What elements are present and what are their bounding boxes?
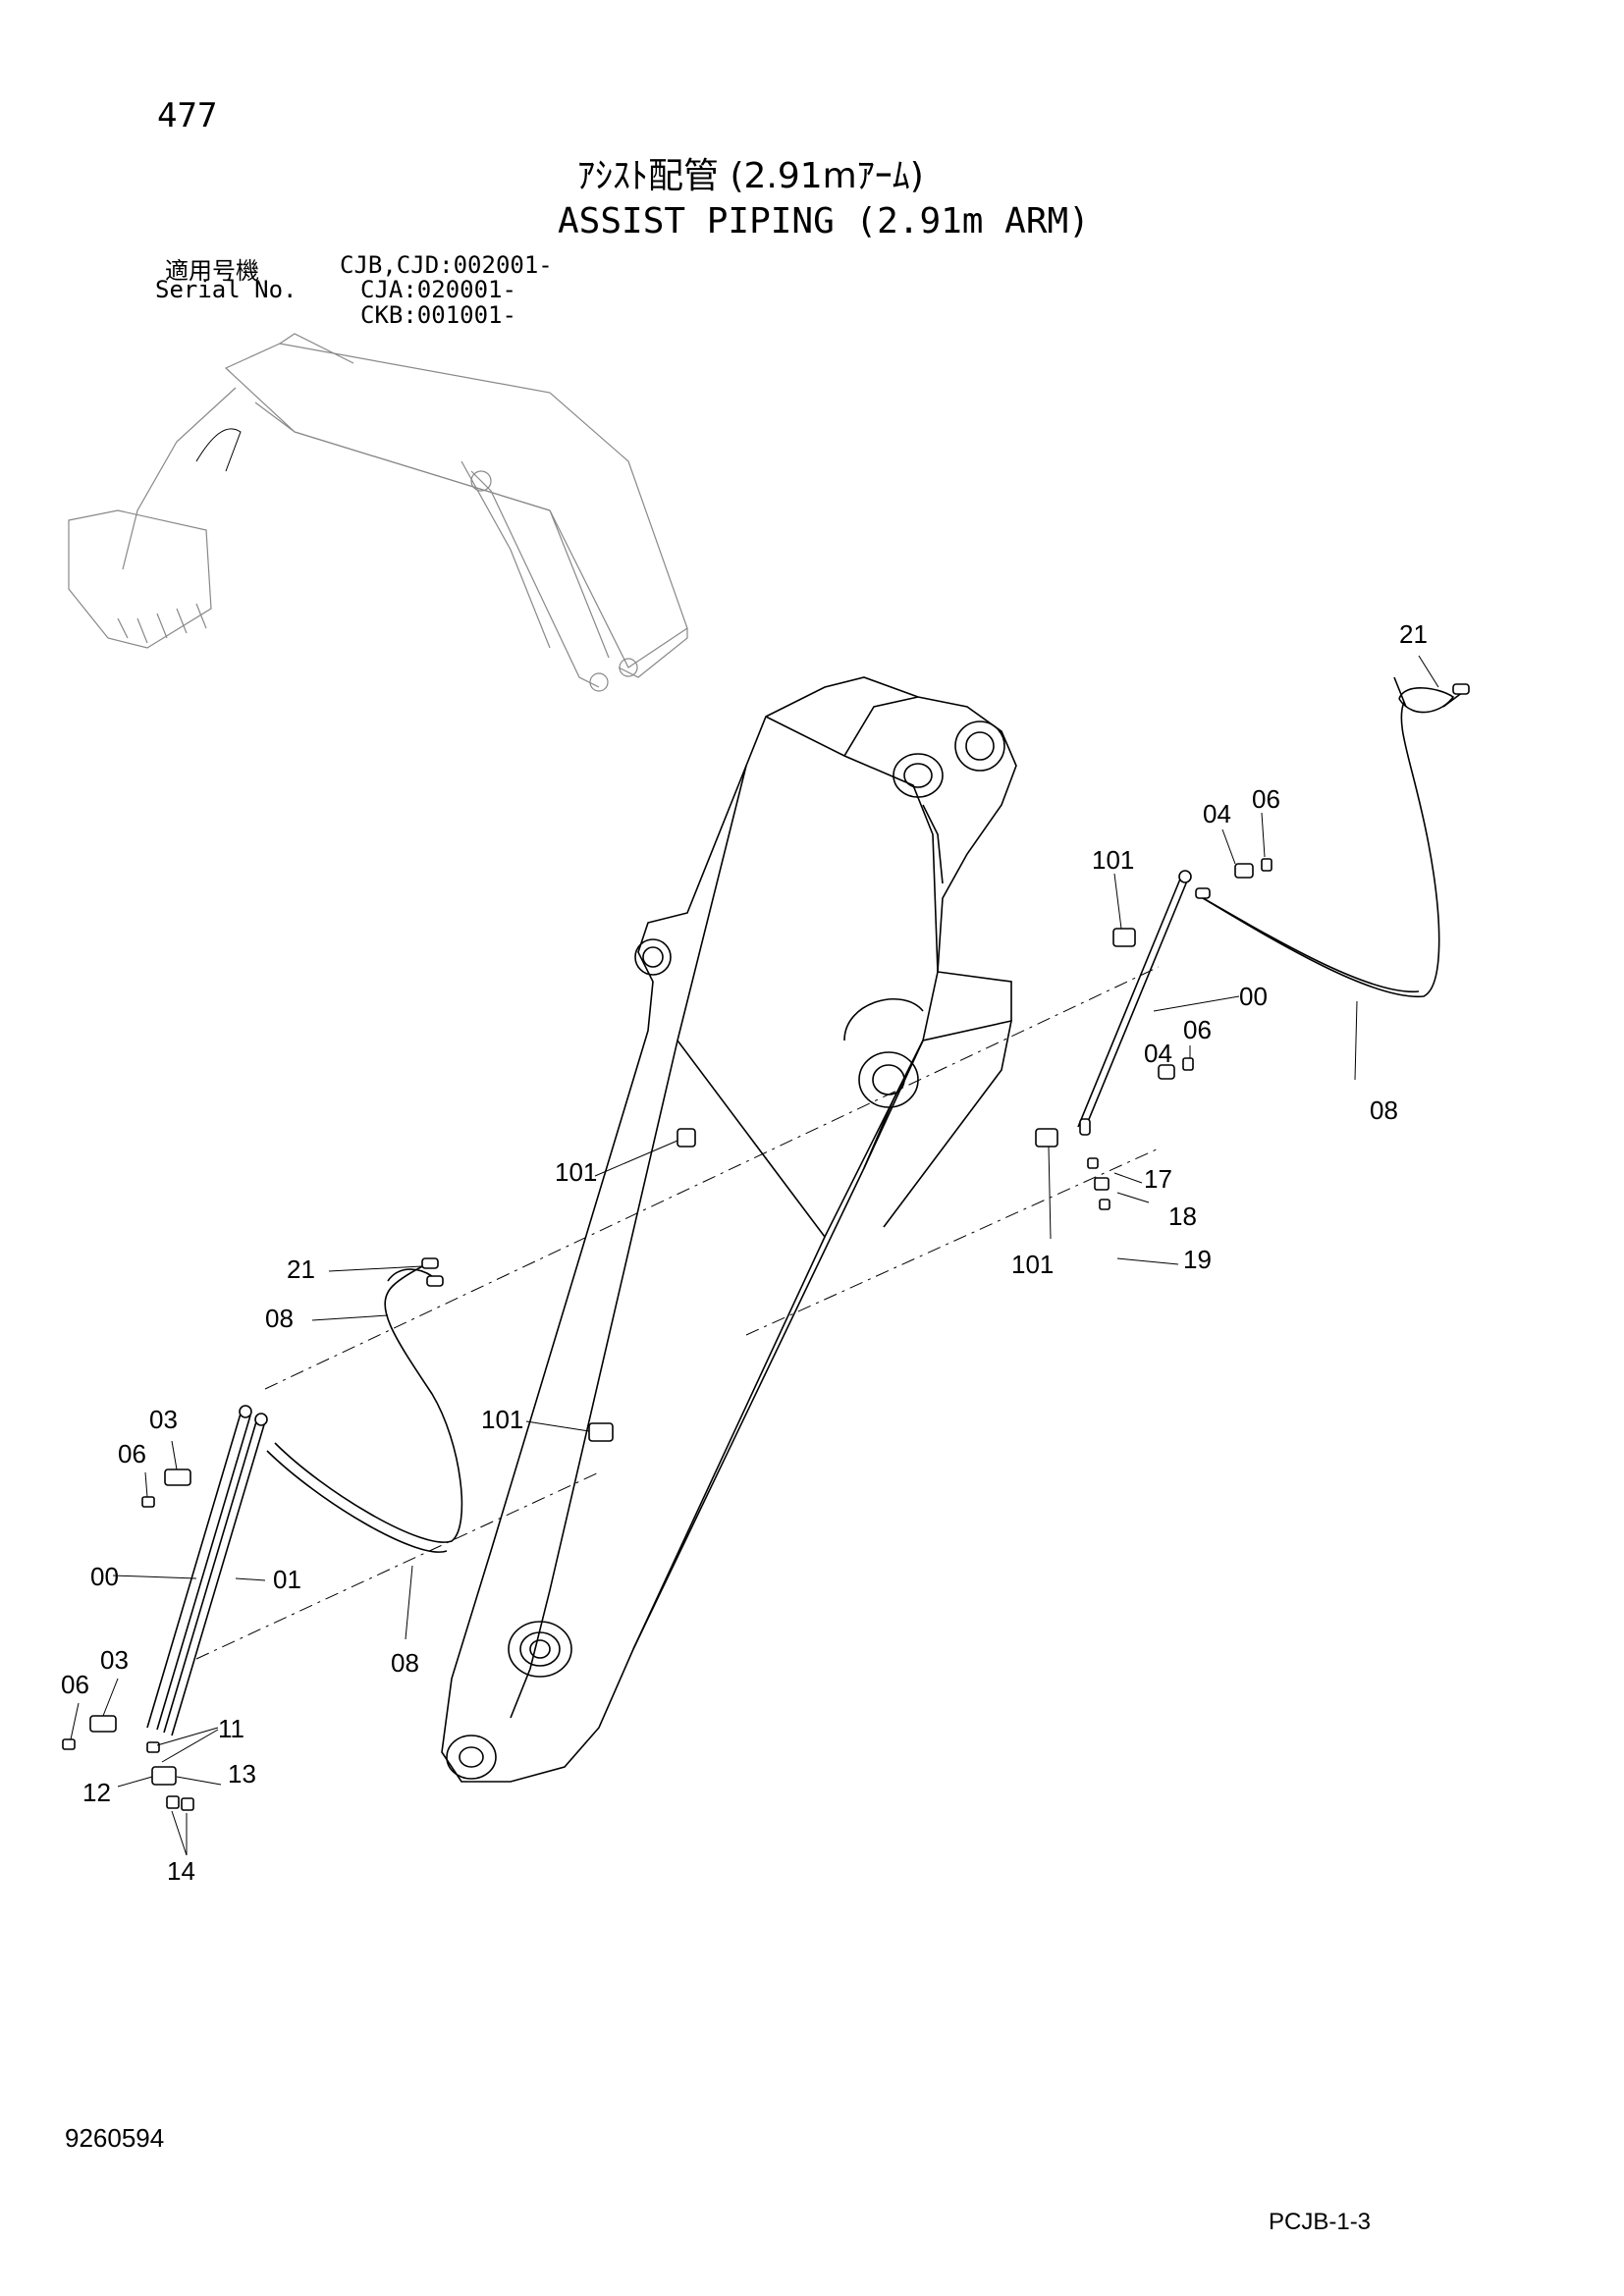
callout-label: 101 [481,1405,523,1434]
serial-entry: CKB:001001- [360,301,516,329]
callout-label: 00 [1239,982,1268,1011]
left-parts [62,1257,614,1811]
callout-label: 21 [1399,619,1428,649]
callout-label: 08 [391,1648,419,1678]
serial-label-japanese: 適用号機 [165,257,259,285]
title-japanese: ｱｼｽﾄ配管 (2.91mｱｰﾑ) [577,156,924,196]
callout-label: 06 [1252,784,1280,814]
callout-label: 06 [61,1670,89,1699]
callout-label: 13 [228,1759,256,1789]
callout-label: 00 [90,1562,119,1591]
callout-label: 04 [1144,1039,1172,1068]
callout-label: 101 [555,1157,597,1187]
callout-label: 19 [1183,1245,1212,1274]
callout-label: 03 [100,1645,129,1675]
callout-label: 11 [218,1714,244,1743]
document-number: 9260594 [65,2123,165,2153]
callout-label: 06 [118,1439,146,1468]
page-number: 477 [157,96,218,135]
callout-label: 12 [82,1778,111,1807]
title-english: ASSIST PIPING (2.91m ARM) [558,201,1090,241]
callout-label: 08 [1370,1095,1398,1125]
serial-entry: CJB,CJD:002001- [340,251,553,279]
callout-label: 101 [1092,845,1134,875]
callout-label: 04 [1203,799,1231,828]
callout-label: 06 [1183,1015,1212,1044]
callout-label: 03 [149,1405,178,1434]
serial-entry: CJA:020001- [360,276,516,303]
leader-lines [70,655,1439,1856]
callout-label: 101 [1011,1250,1054,1279]
callout-label: 14 [167,1856,195,1886]
excavator-inset-drawing [68,333,688,692]
upper-right-parts [677,676,1470,1210]
center-lines [195,966,1160,1660]
callout-label: 08 [265,1304,294,1333]
callout-label: 18 [1168,1201,1197,1231]
arm-body [441,676,1017,1783]
callout-label: 01 [273,1565,301,1594]
page-code: PCJB-1-3 [1269,2209,1372,2235]
callout-label: 21 [287,1255,315,1284]
callout-labels: 21 04 06 101 00 08 04 06 101 17 18 19 10… [61,619,1428,1886]
serial-label-english: Serial No. [155,276,298,303]
callout-label: 17 [1144,1164,1172,1194]
